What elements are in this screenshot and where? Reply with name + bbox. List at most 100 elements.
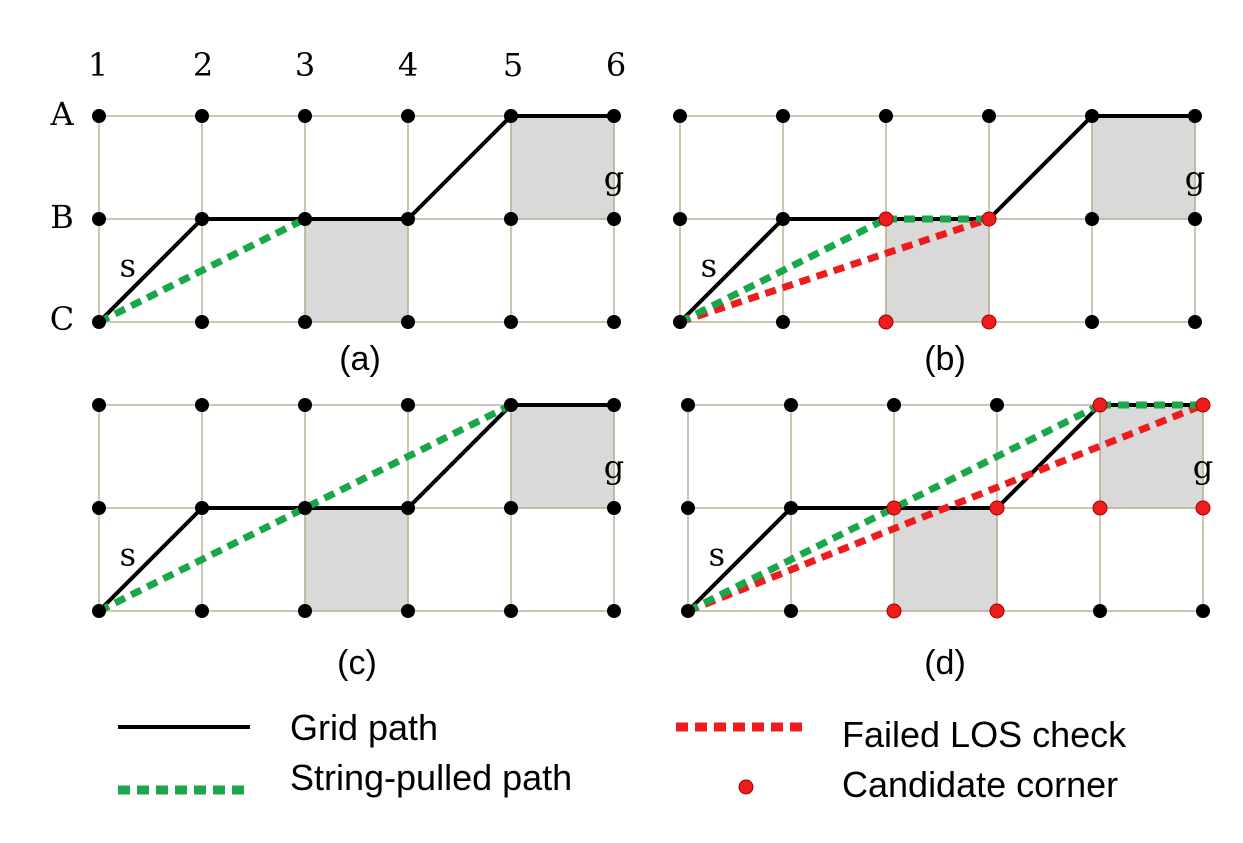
column-label-4: 4 (398, 46, 418, 84)
grid-node (681, 398, 695, 412)
string-pulled-line (678, 215, 888, 326)
candidate-corner-node (1092, 500, 1108, 516)
grid-node (504, 501, 518, 515)
grid-node (607, 604, 621, 618)
column-label-5: 5 (503, 46, 523, 84)
grid-node (401, 398, 415, 412)
goal-label: g (604, 448, 624, 486)
start-label: s (701, 246, 717, 284)
grid-node (607, 212, 621, 226)
grid-node (776, 315, 790, 329)
grid-node (1188, 109, 1202, 123)
row-labels: A B C (49, 95, 74, 338)
legend-string-pulled-label: String-pulled path (290, 757, 572, 798)
grid-node (401, 315, 415, 329)
grid-node (887, 398, 901, 412)
grid-node (776, 212, 790, 226)
candidate-corner-node (878, 211, 894, 227)
grid-node (879, 109, 893, 123)
grid-node (607, 109, 621, 123)
grid-path (97, 114, 616, 324)
panel-a: sg (92, 109, 624, 329)
grid-node (298, 398, 312, 412)
grid-node (673, 315, 687, 329)
grid-node (1085, 315, 1099, 329)
blocked-cell (1091, 115, 1196, 220)
candidate-corner-node (1092, 397, 1108, 413)
string-pulled-line (97, 215, 307, 326)
grid-node (195, 212, 209, 226)
grid-node (401, 109, 415, 123)
blocked-cell (510, 115, 615, 220)
grid-node (681, 604, 695, 618)
grid-node (401, 604, 415, 618)
grid-node (504, 315, 518, 329)
string-pulled-line (686, 401, 1102, 615)
grid-node (784, 604, 798, 618)
grid-node (1085, 109, 1099, 123)
grid-node (195, 501, 209, 515)
row-label-b: B (50, 198, 74, 236)
grid-node (92, 604, 106, 618)
grid-node (990, 398, 1004, 412)
grid-node (195, 109, 209, 123)
blocked-cell (1099, 404, 1204, 509)
grid-node (92, 501, 106, 515)
row-label-a: A (49, 95, 74, 133)
grid-node (195, 398, 209, 412)
panel-b: sg (673, 109, 1205, 330)
grid-node (504, 398, 518, 412)
candidate-corner-node (989, 500, 1005, 516)
grid-node (298, 212, 312, 226)
grid-node (195, 315, 209, 329)
column-label-1: 1 (88, 46, 108, 84)
grid-node (607, 501, 621, 515)
grid-node (298, 315, 312, 329)
panel-label-b: (b) (924, 340, 966, 378)
panel-label-a: (a) (339, 340, 381, 378)
column-label-6: 6 (606, 46, 626, 84)
candidate-corner-node (878, 314, 894, 330)
grid-node (681, 501, 695, 515)
start-label: s (120, 535, 136, 573)
grid-node (784, 501, 798, 515)
grid-node (504, 109, 518, 123)
grid-node (673, 109, 687, 123)
blocked-cell (304, 507, 409, 612)
candidate-corner-node (1195, 500, 1211, 516)
column-labels: 1 2 3 4 5 6 (88, 46, 626, 84)
grid-node (607, 315, 621, 329)
grid-node (298, 501, 312, 515)
candidate-corner-node (989, 603, 1005, 619)
panel-label-d: (d) (924, 644, 966, 682)
blocked-cell (510, 404, 615, 509)
candidate-corner-node (981, 211, 997, 227)
goal-label: g (1193, 448, 1213, 486)
grid-node (92, 398, 106, 412)
grid-node (982, 109, 996, 123)
grid-node (1188, 212, 1202, 226)
grid-node (784, 398, 798, 412)
grid-node (1188, 315, 1202, 329)
grid-node (1085, 212, 1099, 226)
grid-node (776, 109, 790, 123)
grid-node (92, 109, 106, 123)
grid-node (1196, 604, 1210, 618)
legend-candidate-marker (738, 779, 754, 795)
legend: Grid path String-pulled path Failed LOS … (118, 707, 1127, 805)
row-label-c: C (50, 300, 74, 338)
grid-node (607, 398, 621, 412)
grid-node (195, 604, 209, 618)
panel-d: sg (681, 397, 1213, 619)
goal-label: g (604, 159, 624, 197)
grid-node (401, 501, 415, 515)
candidate-corner-node (886, 500, 902, 516)
start-label: s (709, 535, 725, 573)
grid-node (92, 212, 106, 226)
grid-node (673, 212, 687, 226)
grid-path (678, 114, 1197, 324)
candidate-corner-node (981, 314, 997, 330)
candidate-corner-node (1195, 397, 1211, 413)
grid-node (401, 212, 415, 226)
